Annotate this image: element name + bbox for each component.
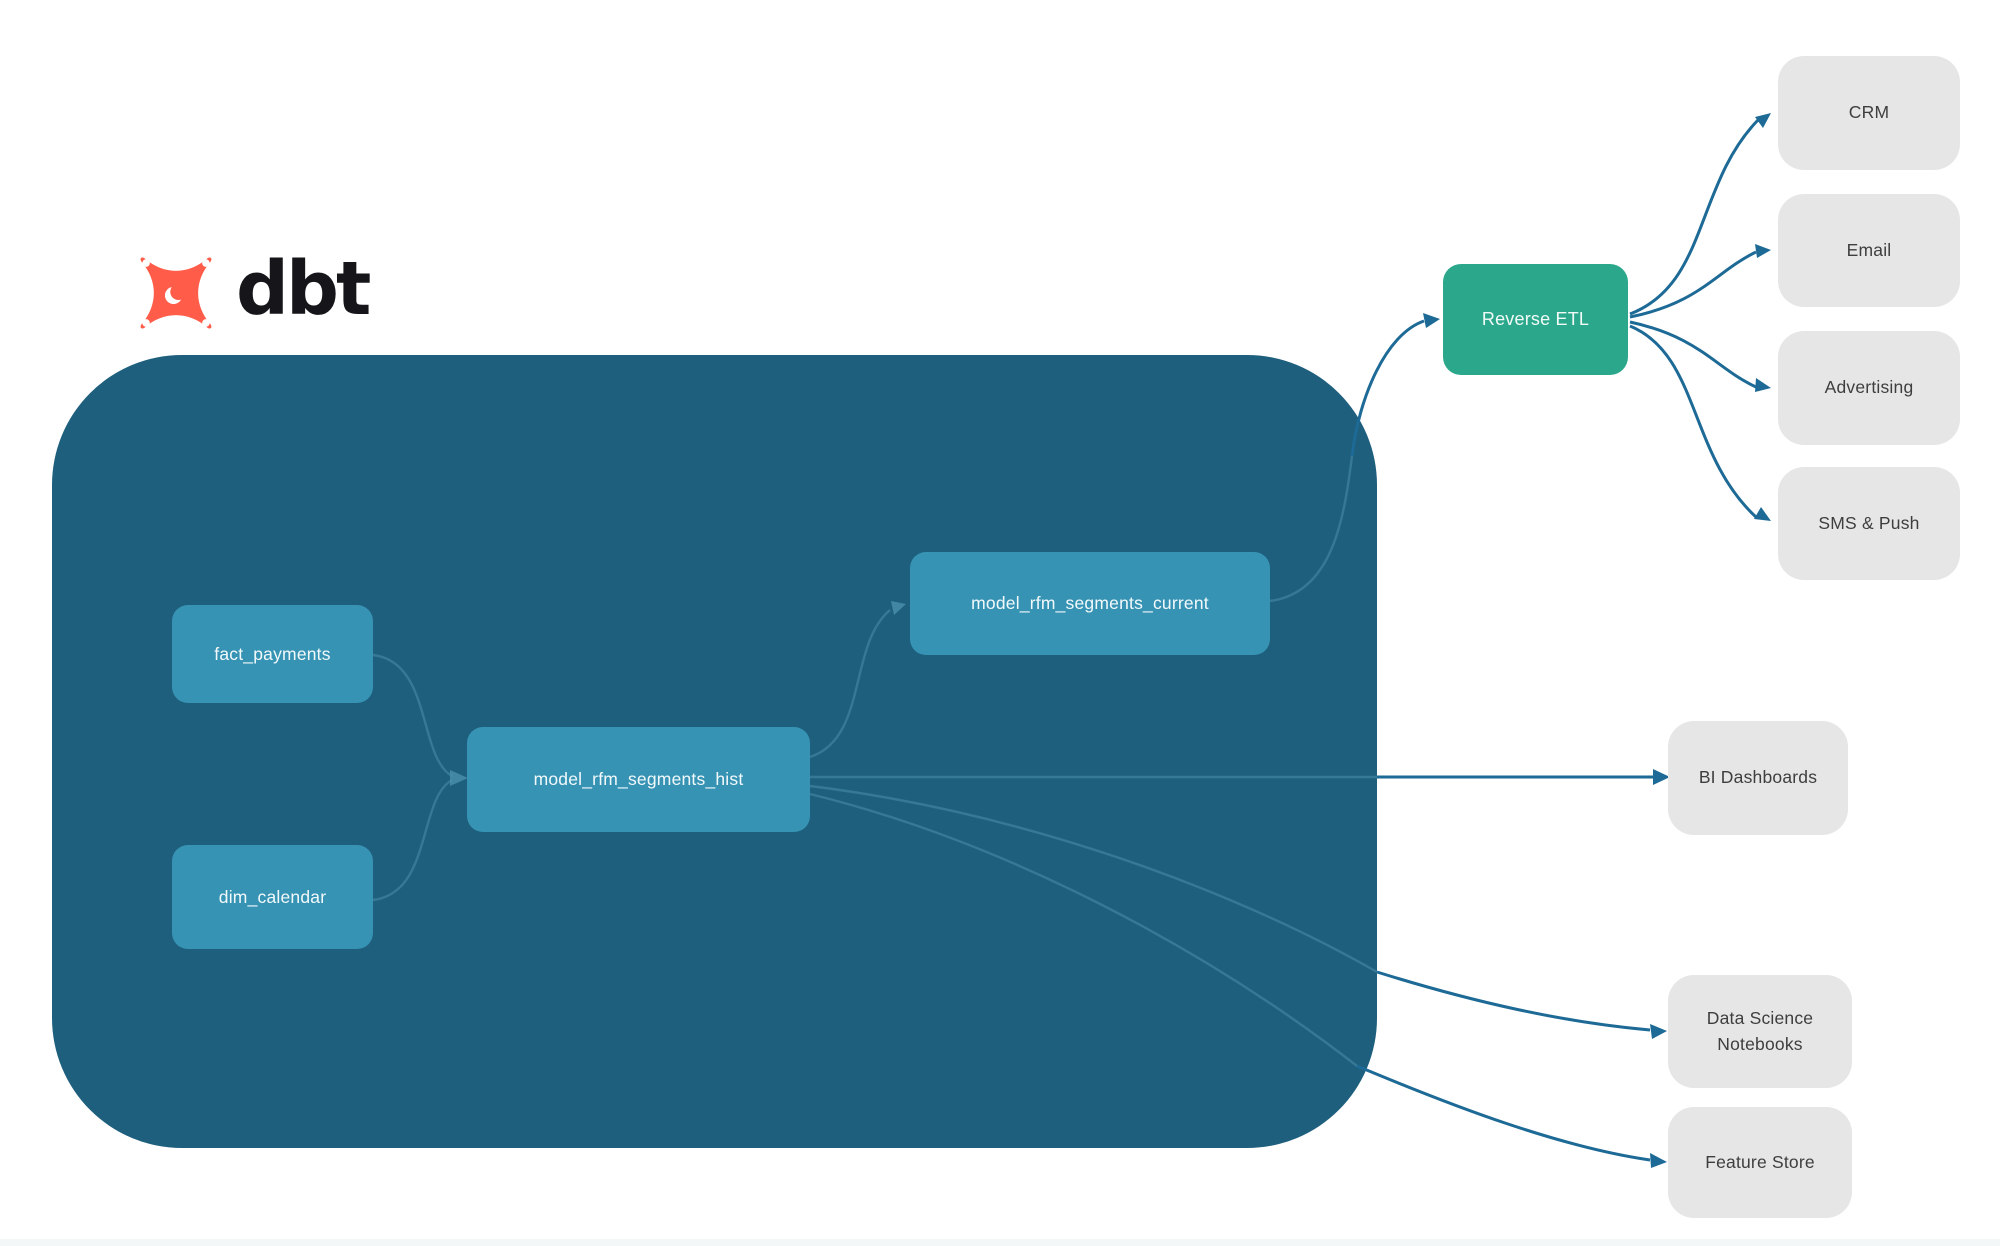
node-reverse-etl: Reverse ETL: [1443, 264, 1628, 375]
arrowhead-into-ds: [1650, 1024, 1667, 1039]
node-feature-store: Feature Store: [1668, 1107, 1852, 1218]
arrowhead-into-advertising: [1755, 378, 1771, 392]
edge-retl-to-advertising: [1629, 320, 1757, 389]
slide-edge-strip: [0, 1239, 2000, 1246]
node-label: Feature Store: [1705, 1151, 1815, 1172]
node-label: CRM: [1848, 102, 1890, 123]
node-email: Email: [1778, 194, 1960, 307]
node-advertising: Advertising: [1778, 331, 1960, 445]
edge-retl-to-sms: [1629, 324, 1759, 520]
node-fact-payments: fact_payments: [172, 605, 373, 703]
node-label: Data Science Notebooks: [1706, 1008, 1814, 1054]
arrowhead-into-crm: [1755, 113, 1771, 128]
node-label: Reverse ETL: [1481, 309, 1590, 329]
dbt-logo: dbt: [126, 246, 371, 334]
node-dim-calendar: dim_calendar: [172, 845, 373, 949]
arrowhead-into-retl: [1423, 313, 1440, 328]
edge-retl-to-crm: [1629, 118, 1760, 316]
node-model-rfm-segments-current: model_rfm_segments_current: [910, 552, 1270, 655]
node-sms-push: SMS & Push: [1778, 467, 1960, 580]
arrowhead-into-fs: [1650, 1153, 1667, 1168]
node-label: Advertising: [1824, 377, 1914, 398]
node-model-rfm-segments-hist: model_rfm_segments_hist: [467, 727, 810, 832]
node-bi-dashboards: BI Dashboards: [1668, 721, 1848, 835]
dbt-star-icon: [140, 257, 212, 329]
node-crm: CRM: [1778, 56, 1960, 170]
arrowhead-into-email: [1755, 244, 1771, 258]
node-label: SMS & Push: [1818, 512, 1920, 533]
node-label: model_rfm_segments_hist: [533, 769, 744, 789]
node-label: model_rfm_segments_current: [971, 593, 1209, 613]
edge-hist-to-fs-outer: [1356, 1064, 1651, 1162]
node-label: fact_payments: [214, 643, 331, 664]
dbt-wordmark: dbt: [236, 246, 371, 332]
node-label: Email: [1846, 239, 1892, 260]
edge-hist-to-ds-outer: [1376, 970, 1651, 1032]
node-label: BI Dashboards: [1698, 767, 1818, 788]
node-data-science-notebooks: Data Science Notebooks: [1668, 975, 1852, 1088]
node-label: dim_calendar: [218, 886, 327, 907]
arrowhead-into-sms: [1754, 507, 1771, 521]
edge-retl-to-email: [1629, 250, 1757, 319]
